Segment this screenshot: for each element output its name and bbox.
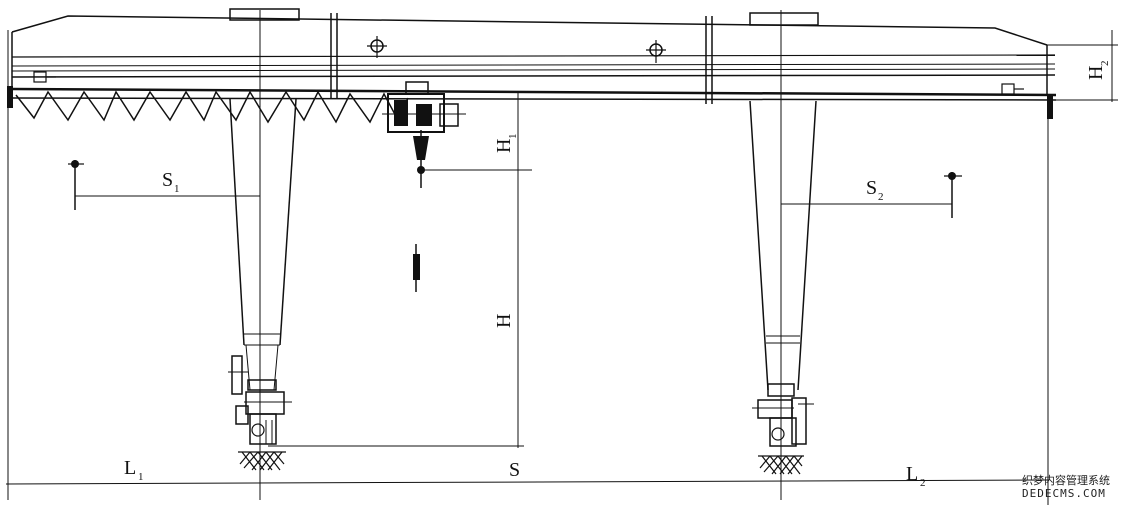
watermark: 织梦内容管理系统 DEDECMS.COM	[1022, 473, 1110, 500]
dimension-lines	[5, 30, 1118, 505]
label-s1: S 1	[162, 169, 180, 195]
label-h1-main: H	[493, 139, 515, 153]
label-s1-sub: 1	[174, 183, 180, 195]
label-s2-main: S	[866, 177, 877, 199]
label-s-main: S	[509, 459, 520, 481]
electric-hoist	[382, 81, 466, 188]
label-h: H	[493, 314, 515, 328]
label-s: S	[509, 459, 520, 481]
label-l2-sub: 2	[920, 477, 926, 489]
left-leg	[229, 10, 297, 500]
label-h-main: H	[493, 314, 515, 328]
label-h1: H 1	[493, 134, 519, 154]
label-h2-main: H	[1085, 66, 1107, 80]
left-travel-mechanism	[228, 355, 292, 445]
right-ground-hatch	[758, 455, 804, 475]
right-end-stop	[1047, 95, 1053, 119]
label-l2: L 2	[906, 463, 926, 489]
left-marker-icon	[68, 160, 84, 210]
watermark-line2: DEDECMS.COM	[1022, 487, 1106, 500]
crosshair-icon	[646, 40, 666, 63]
label-s2: S 2	[866, 177, 884, 203]
label-h1-sub: 1	[507, 134, 519, 140]
crosshair-icon	[367, 36, 387, 58]
left-ground-hatch	[238, 451, 286, 471]
label-l2-main: L	[906, 463, 918, 485]
label-s2-sub: 2	[878, 191, 884, 203]
right-travel-mechanism	[752, 383, 814, 447]
hook-block	[413, 244, 420, 292]
main-girder	[7, 8, 1057, 119]
watermark-line1: 织梦内容管理系统	[1022, 473, 1110, 487]
label-h2: H 2	[1085, 61, 1111, 81]
left-end-stop	[7, 86, 13, 108]
label-l1-main: L	[124, 457, 136, 479]
label-h2-sub: 2	[1099, 61, 1111, 67]
label-s1-main: S	[162, 169, 173, 191]
label-l1-sub: 1	[138, 471, 144, 483]
cable-festoon	[15, 90, 409, 124]
label-l1: L 1	[124, 457, 144, 483]
right-marker-icon	[944, 172, 962, 218]
